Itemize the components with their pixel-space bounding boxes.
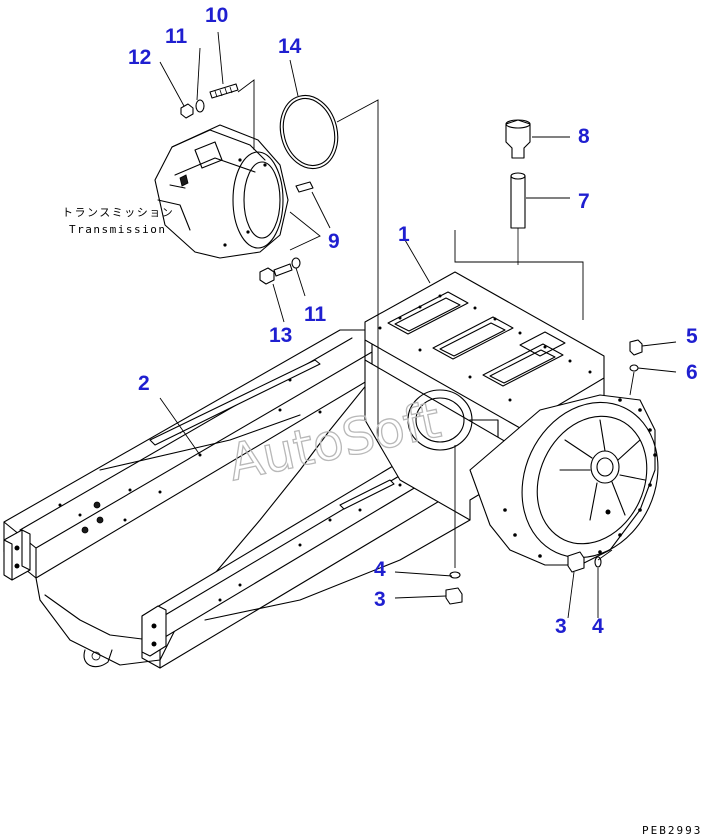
callout-5: 5 bbox=[686, 325, 698, 348]
callout-4-left: 4 bbox=[374, 558, 386, 581]
callout-1: 1 bbox=[398, 223, 410, 246]
tube-7 bbox=[510, 172, 526, 265]
callout-10: 10 bbox=[205, 4, 228, 27]
callout-4-right: 4 bbox=[592, 615, 604, 638]
o-ring-4-left bbox=[449, 571, 461, 579]
callout-8: 8 bbox=[578, 125, 590, 148]
callout-11-top: 11 bbox=[165, 25, 188, 48]
leader-lines bbox=[159, 31, 677, 619]
callout-2: 2 bbox=[138, 372, 150, 395]
stud-bolt-10 bbox=[209, 83, 239, 99]
washer-11-bottom bbox=[291, 257, 301, 269]
callout-11-bottom: 11 bbox=[304, 303, 327, 326]
nut-12 bbox=[180, 103, 194, 119]
callout-7: 7 bbox=[578, 190, 590, 213]
cap-8 bbox=[505, 119, 531, 159]
dowel-pin-9 bbox=[295, 181, 314, 193]
transmission-label-en: Transmission bbox=[69, 223, 166, 236]
callout-12: 12 bbox=[128, 46, 151, 69]
o-ring-6 bbox=[629, 364, 639, 372]
transmission-assembly bbox=[154, 124, 289, 259]
plug-3-left bbox=[445, 587, 463, 605]
plug-3-right bbox=[567, 551, 585, 573]
washer-11-top bbox=[195, 99, 205, 113]
callout-9: 9 bbox=[328, 230, 340, 253]
bolt-5 bbox=[629, 339, 643, 356]
drawing-code: PEB2993 bbox=[642, 824, 702, 837]
callout-3-left: 3 bbox=[374, 588, 386, 611]
callouts: 10 11 12 14 8 7 9 1 13 11 5 6 2 4 3 3 4 bbox=[128, 4, 698, 638]
callout-14: 14 bbox=[278, 35, 302, 58]
callout-6: 6 bbox=[686, 361, 698, 384]
callout-3-right: 3 bbox=[555, 615, 567, 638]
gasket-14 bbox=[279, 94, 339, 170]
callout-13: 13 bbox=[269, 324, 292, 347]
bolt-13 bbox=[259, 263, 293, 285]
main-frame bbox=[3, 271, 659, 669]
transmission-label-jp: トランスミッション bbox=[62, 206, 174, 219]
o-ring-4-right bbox=[594, 556, 602, 568]
